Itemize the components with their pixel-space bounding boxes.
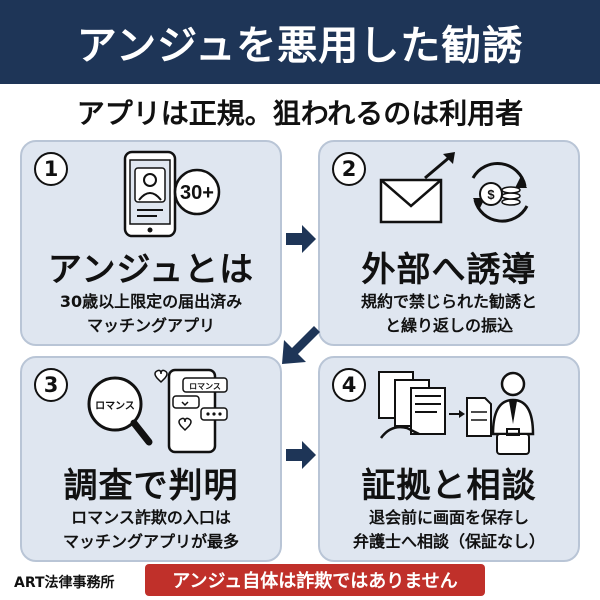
card-step-2: 2 $ 外部へ誘導 規約で禁じられた勧誘と と繰り返しの振込 [318,140,580,346]
firm-name: ART法律事務所 [14,575,115,591]
arrow-diagonal-2-to-3 [282,326,320,364]
age-badge-text: 30+ [180,182,214,204]
age-30-plus-badge-icon: 30+ [173,168,221,216]
briefcase-icon [496,428,530,455]
magnifier-icon: ロマンス [87,376,153,446]
step-number-1: 1 [34,152,68,186]
step-number-2: 2 [332,152,366,186]
card-desc-1-line-2: マッチングアプリ [86,316,215,335]
disclaimer-badge: アンジュ自体は詐欺ではありません [145,564,485,596]
card-title-2: 外部へ誘導 [361,250,537,290]
card-desc-1-line-1: 30歳以上限定の届出済み [59,292,243,311]
arrow-right-1-to-2 [286,225,316,253]
page-subtitle: アプリは正規。狙われるのは利用者 [76,97,524,130]
screenshots-icon [378,371,446,439]
smartphone-chat-icon: ロマンス [154,368,228,454]
card-step-3: 3 ロマンス ロマンス 調査で判明 ロマンス詐欺の入口は マッチングアプリが最多 [20,356,282,562]
card-desc-1: 30歳以上限定の届出済み マッチングアプリ [22,290,280,338]
svg-text:$: $ [487,187,495,202]
step-number-4: 4 [332,368,366,402]
page-title: アンジュを悪用した勧誘 [76,23,524,69]
card-desc-4-line-2: 弁護士へ相談（保証なし） [352,532,545,551]
magnifier-text: ロマンス [95,400,135,412]
card-desc-2: 規約で禁じられた勧誘と と繰り返しの振込 [320,290,578,338]
step-number-3: 3 [34,368,68,402]
arrow-right-icon [449,410,465,418]
card-desc-3-line-1: ロマンス詐欺の入口は [71,508,231,527]
lawyer-icon [491,371,535,436]
card-desc-3-line-2: マッチングアプリが最多 [62,532,239,551]
magnifier-chat-illustration: ロマンス ロマンス [87,368,228,454]
card-title-1: アンジュとは [47,250,255,290]
card-title-3: 調査で判明 [63,466,239,506]
phone-bubble-text: ロマンス [189,382,221,391]
envelope-icon [379,152,455,224]
document-icon [466,397,492,437]
header-banner: アンジュを悪用した勧誘 [0,0,600,84]
card-title-4: 証拠と相談 [361,466,537,506]
profile-icon [134,167,166,217]
evidence-lawyer-illustration [378,371,535,455]
card-desc-4: 退会前に画面を保存し 弁護士へ相談（保証なし） [320,506,578,554]
smartphone-profile-illustration: 30+ [123,150,221,238]
card-step-1: 1 30+ アンジュとは 30歳以上限定の届出済み マッチングアプリ [20,140,282,346]
card-desc-2-line-2: と繰り返しの振込 [384,316,513,335]
card-desc-4-line-1: 退会前に画面を保存し [368,508,529,527]
card-desc-3: ロマンス詐欺の入口は マッチングアプリが最多 [22,506,280,554]
card-desc-2-line-1: 規約で禁じられた勧誘と [360,292,537,311]
envelope-money-illustration: $ [379,152,529,224]
card-step-4: 4 証拠と相談 退会前に画面を保 [318,356,580,562]
arrow-right-3-to-4 [286,441,316,469]
money-cycle-icon: $ [471,161,529,223]
